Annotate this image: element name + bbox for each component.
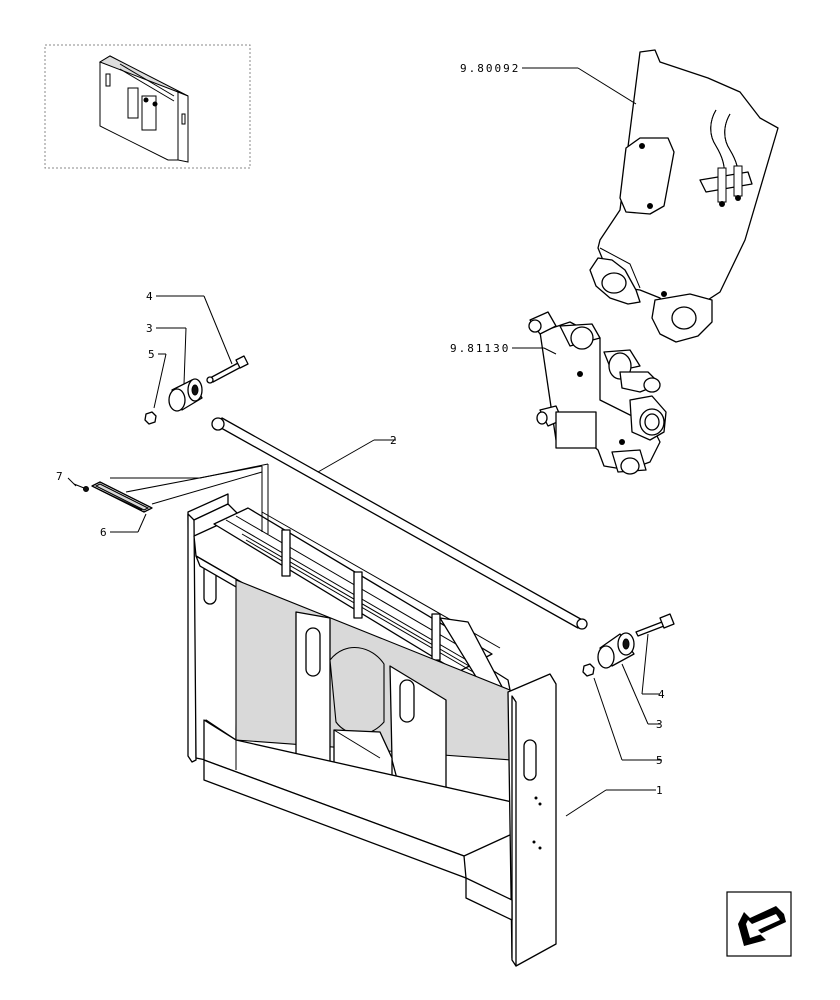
carriage-frame[interactable] <box>187 493 557 967</box>
leader-lines <box>67 67 662 817</box>
part-label-3-right: 3 <box>656 718 665 731</box>
nav-arrow-button[interactable] <box>726 891 792 957</box>
part-label-2: 2 <box>390 434 399 447</box>
nut-left[interactable] <box>144 411 157 425</box>
part-label-4-right: 4 <box>658 688 667 701</box>
part-label-1: 1 <box>656 784 665 797</box>
bolt-right[interactable] <box>635 613 675 637</box>
collar-left[interactable] <box>168 378 203 412</box>
arrow-down-left-icon <box>738 906 786 946</box>
nut-right[interactable] <box>582 663 595 677</box>
bolt-left[interactable] <box>206 355 249 384</box>
screw[interactable] <box>73 483 89 492</box>
ref-label-tilt-bracket[interactable]: 9.81130 <box>450 342 510 355</box>
part-label-4-left: 4 <box>146 290 155 303</box>
pivot-pin[interactable] <box>211 417 588 630</box>
boom-assembly <box>589 49 779 343</box>
cover-plate[interactable] <box>91 481 153 513</box>
part-label-5-left: 5 <box>148 348 157 361</box>
collar-right[interactable] <box>597 632 635 669</box>
ref-label-boom[interactable]: 9.80092 <box>460 62 520 75</box>
tilt-bracket-assembly <box>528 311 667 475</box>
callout-labels: 9.80092 9.81130 1 2 3 3 4 4 5 5 6 7 <box>56 62 667 797</box>
part-label-6: 6 <box>100 526 109 539</box>
thumbnail-preview[interactable] <box>44 44 251 169</box>
part-label-3-left: 3 <box>146 322 155 335</box>
part-label-5-right: 5 <box>656 754 665 767</box>
part-label-7: 7 <box>56 470 65 483</box>
